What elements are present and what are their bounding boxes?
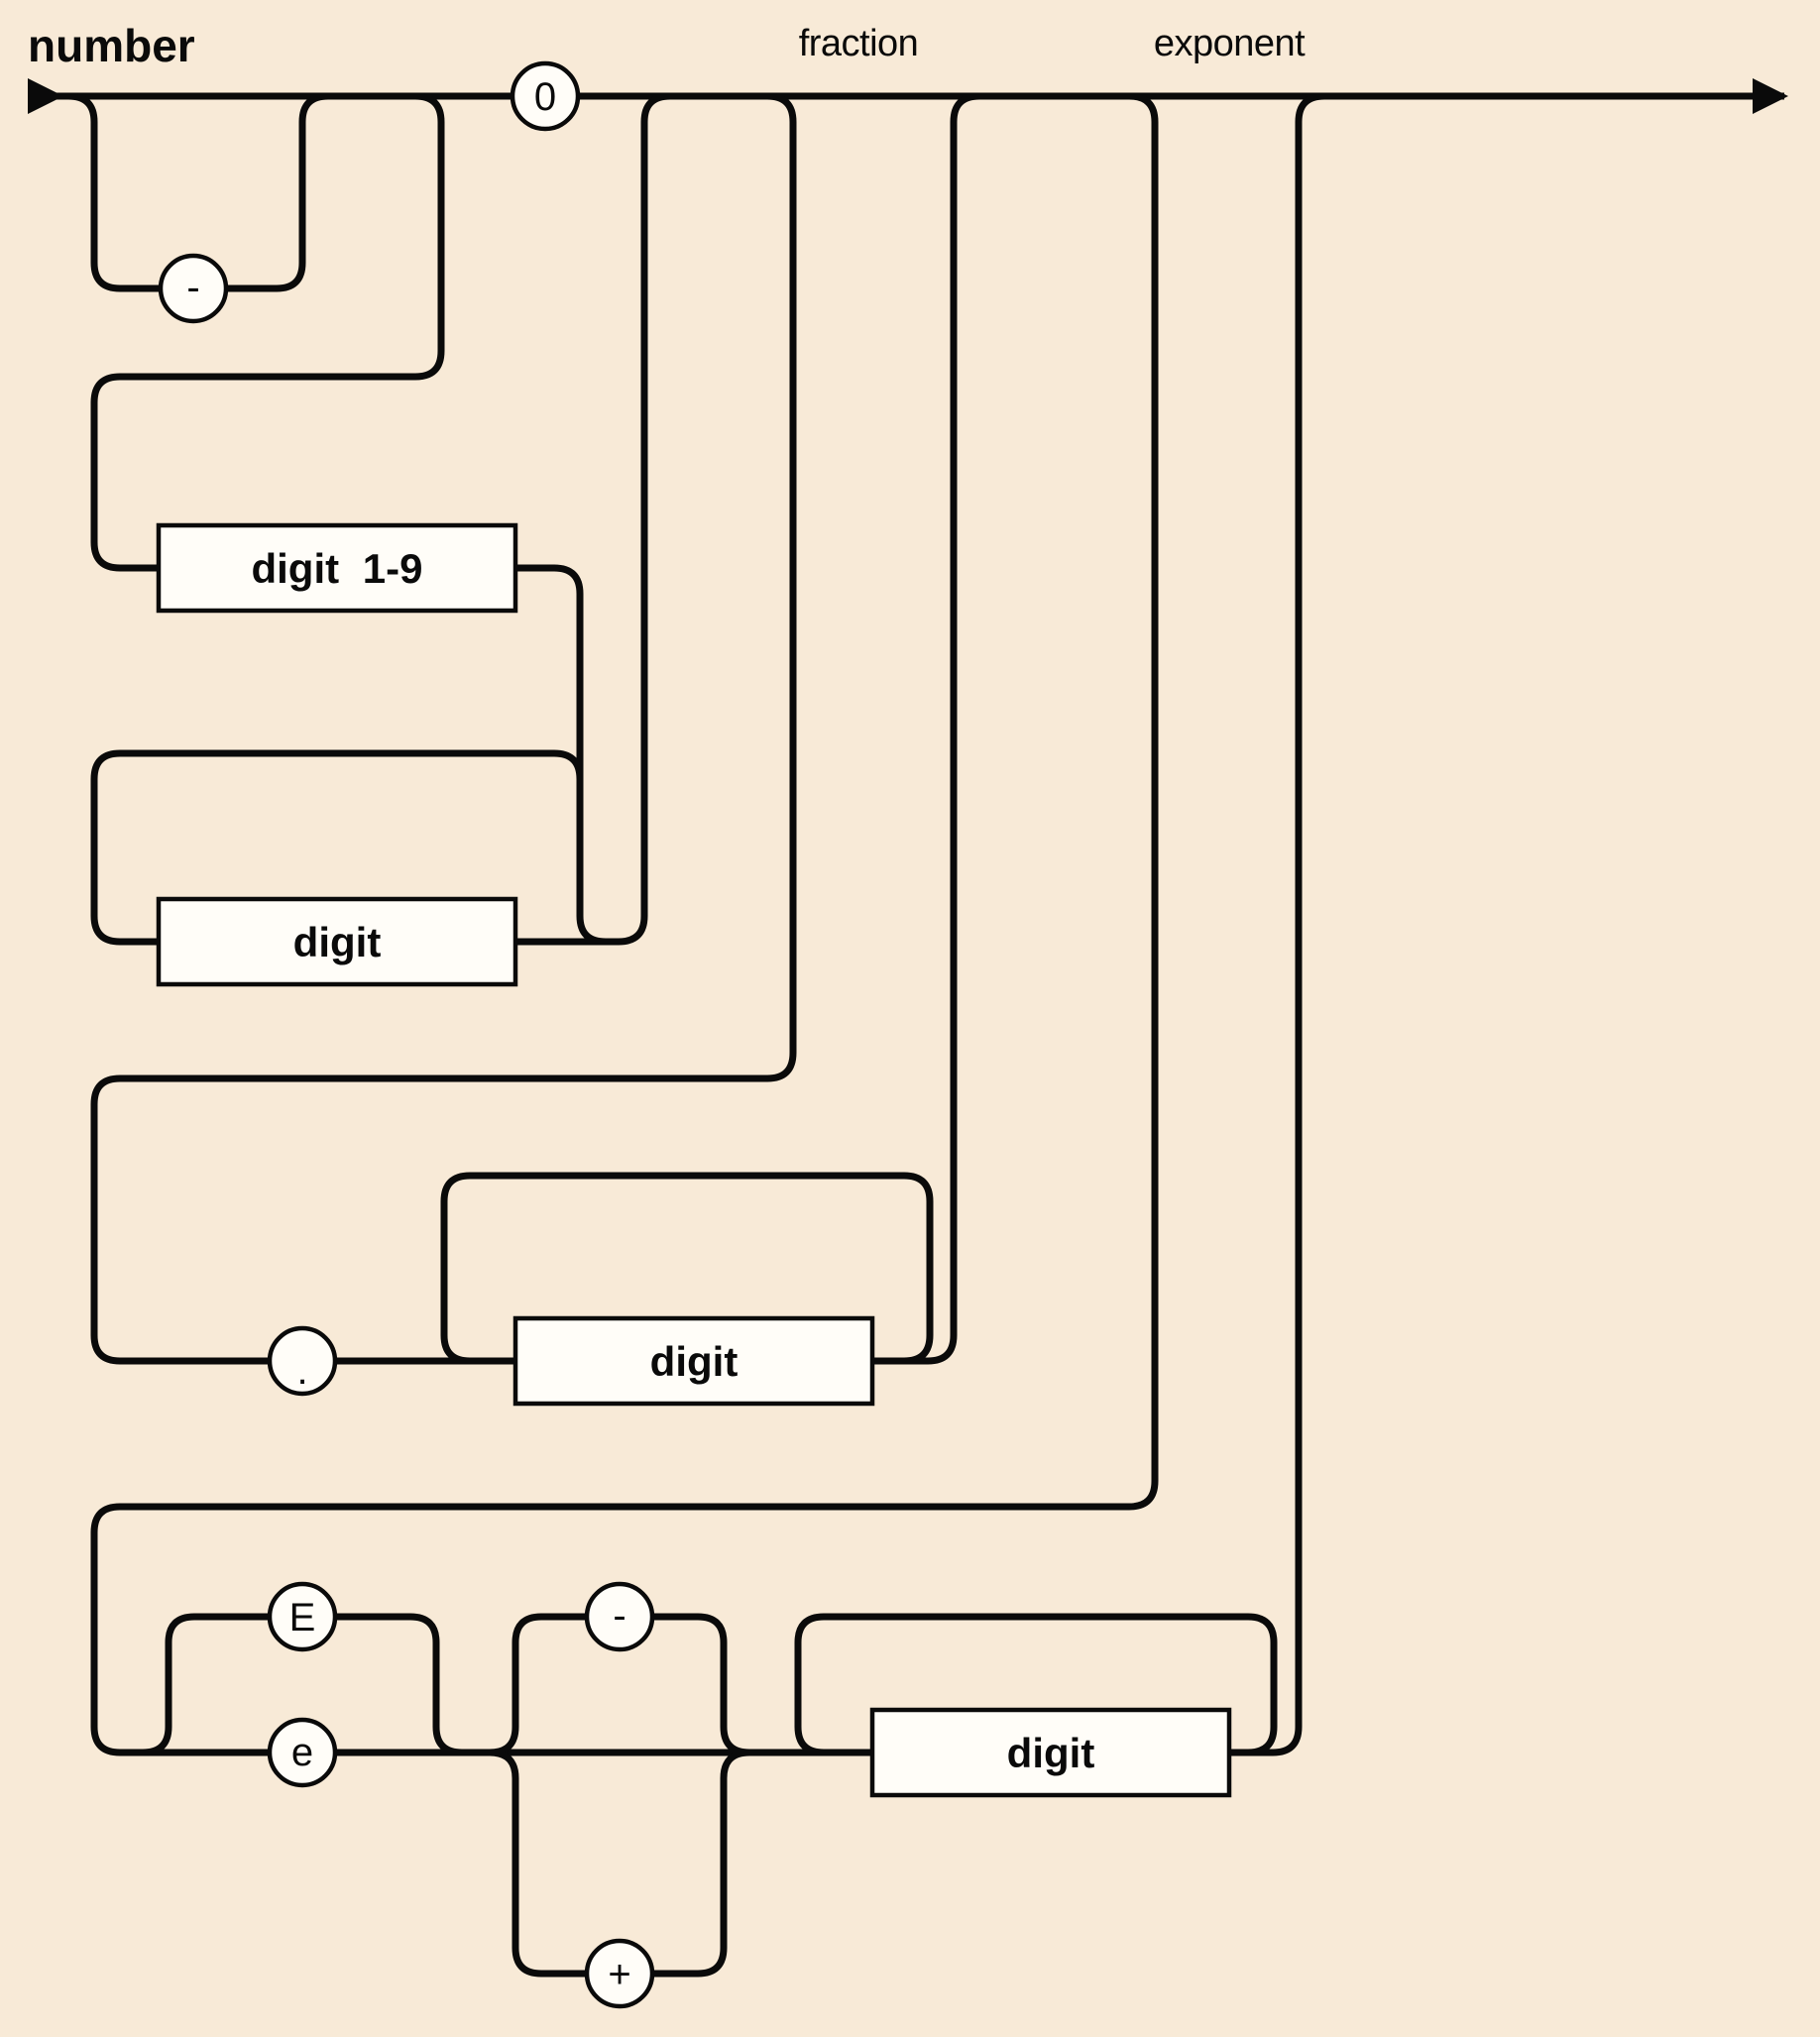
terminal-uppercase-e: E [267, 1581, 338, 1652]
terminal-circle [584, 1581, 655, 1652]
end-arrowhead [1753, 78, 1788, 114]
terminal-lowercase-e: e [267, 1717, 338, 1788]
nonterminal-fraction-digit: digit [512, 1315, 875, 1407]
terminal-decimal-point: . [267, 1325, 338, 1397]
section-label-exponent: exponent [1154, 23, 1306, 64]
nonterminal-box [156, 896, 518, 987]
terminal-circle [510, 60, 581, 132]
nonterminal-box [156, 522, 518, 614]
svg-text:digit 1-9: digit 1-9 [251, 545, 422, 592]
terminal-label: . [296, 1349, 307, 1393]
track-exponent-branch [90, 92, 1159, 1756]
track-digit19-split [90, 92, 445, 572]
nonterminal-box [869, 1707, 1232, 1798]
diagram-title: number [28, 20, 195, 71]
track-fraction-digit-loop [440, 1172, 934, 1365]
track-integer-digit-loop [90, 749, 584, 946]
terminal-circle [158, 253, 229, 324]
start-arrowhead [28, 78, 63, 114]
terminal-minus: - [158, 253, 229, 324]
tracks [30, 92, 1784, 1978]
nonterminal-integer-digit: digit [156, 896, 518, 987]
terminal-label: - [613, 1594, 626, 1638]
track-minus-branch [67, 92, 329, 292]
nonterminal-label: digit [1007, 1730, 1095, 1776]
terminal-zero: 0 [510, 60, 581, 132]
nonterminal-box [512, 1315, 875, 1407]
track-fraction-merge [872, 92, 980, 1365]
track-exponent-merge [1229, 92, 1325, 1756]
section-label-fraction: fraction [799, 23, 919, 64]
terminal-circle [267, 1717, 338, 1788]
terminal-label: e [291, 1731, 313, 1774]
nonterminal-range-label: 1-9 [363, 545, 423, 592]
track-exponent-minus-branch [489, 1613, 750, 1756]
nonterminal-digit-1-9: digit 1-9 [156, 522, 518, 614]
terminal-circle [267, 1325, 338, 1397]
nonterminal-label: digit [650, 1338, 739, 1385]
nonterminal-exponent-digit: digit [869, 1707, 1232, 1798]
nonterminal-label: digit [251, 545, 339, 592]
terminal-label: 0 [534, 75, 556, 119]
terminal-exponent-plus: + [584, 1938, 655, 2009]
terminal-exponent-minus: - [584, 1581, 655, 1652]
terminal-circle [584, 1938, 655, 2009]
terminal-label: E [289, 1596, 316, 1640]
terminal-label: + [608, 1953, 630, 1996]
terminal-circle [267, 1581, 338, 1652]
nonterminal-label: digit [293, 919, 382, 965]
track-exponent-digit-loop [794, 1613, 1278, 1756]
terminal-label: - [186, 266, 199, 309]
track-exponent-plus-branch [489, 1749, 750, 1978]
track-fraction-branch [90, 92, 797, 1365]
